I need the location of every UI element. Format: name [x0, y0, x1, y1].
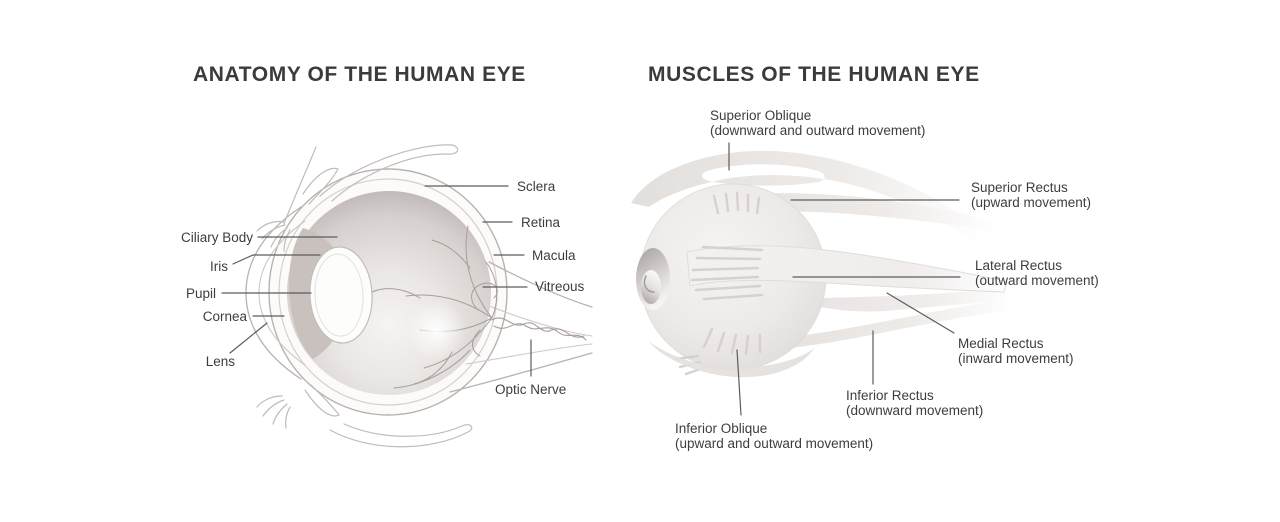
muscle-name: Inferior Rectus [846, 388, 934, 403]
muscle-name: Superior Rectus [971, 180, 1068, 195]
cornea-bump-highlight [641, 270, 661, 304]
leader-lens [229, 322, 268, 354]
label-pupil: Pupil [185, 286, 216, 301]
label-vitreous: Vitreous [535, 279, 585, 294]
label-cornea: Cornea [202, 309, 247, 324]
leader-medial-rectus [886, 292, 955, 334]
tendon-fingers [674, 191, 764, 376]
label-superior-oblique: Superior Oblique (downward and outward m… [710, 108, 925, 138]
anatomy-leader-lines [221, 185, 532, 377]
lens-shape [309, 246, 373, 344]
inferior-oblique-muscle [648, 341, 814, 378]
label-macula: Macula [532, 248, 576, 263]
label-retina: Retina [521, 215, 561, 230]
muscle-movement: (outward movement) [975, 273, 1099, 288]
muscle-name: Lateral Rectus [975, 258, 1063, 273]
superior-oblique-muscle [631, 150, 981, 241]
label-superior-rectus: Superior Rectus (upward movement) [971, 180, 1091, 210]
leader-inferior-oblique [736, 349, 742, 416]
retinal-vessels [371, 225, 498, 389]
leader-iris [232, 254, 321, 265]
muscle-movement: (upward and outward movement) [675, 436, 874, 451]
anatomy-title: ANATOMY OF THE HUMAN EYE [193, 63, 526, 86]
optic-nerve-sheath [449, 261, 593, 393]
muscle-leader-lines [728, 142, 961, 416]
outer-tissue-bottom [256, 384, 473, 448]
muscle-name: Inferior Oblique [675, 421, 768, 436]
anatomy-eye-illustration [221, 144, 593, 448]
label-ciliary-body: Ciliary Body [180, 230, 253, 245]
label-medial-rectus: Medial Rectus (inward movement) [958, 336, 1074, 366]
muscle-name: Medial Rectus [958, 336, 1044, 351]
optic-nerve-fibers [491, 317, 587, 341]
label-sclera: Sclera [517, 179, 556, 194]
muscle-movement: (upward movement) [971, 195, 1092, 210]
muscle-movement: (downward movement) [846, 403, 984, 418]
fundus-highlight [406, 300, 466, 360]
label-iris: Iris [210, 259, 228, 274]
muscle-name: Superior Oblique [710, 108, 812, 123]
muscle-movement: (downward and outward movement) [710, 123, 926, 138]
muscle-movement: (inward movement) [958, 351, 1074, 366]
label-lateral-rectus: Lateral Rectus (outward movement) [975, 258, 1099, 288]
label-inferior-oblique: Inferior Oblique (upward and outward mov… [675, 421, 873, 451]
label-inferior-rectus: Inferior Rectus (downward movement) [846, 388, 983, 418]
cornea-bump-spiral [643, 275, 655, 293]
label-lens: Lens [205, 354, 235, 369]
label-optic-nerve: Optic Nerve [495, 382, 567, 397]
medial-rectus-muscle [806, 290, 1013, 312]
muscles-eye-illustration [631, 142, 1015, 416]
lateral-rectus-muscle [686, 245, 1008, 293]
muscles-title: MUSCLES OF THE HUMAN EYE [648, 63, 980, 86]
inferior-rectus-muscle [744, 298, 1015, 351]
